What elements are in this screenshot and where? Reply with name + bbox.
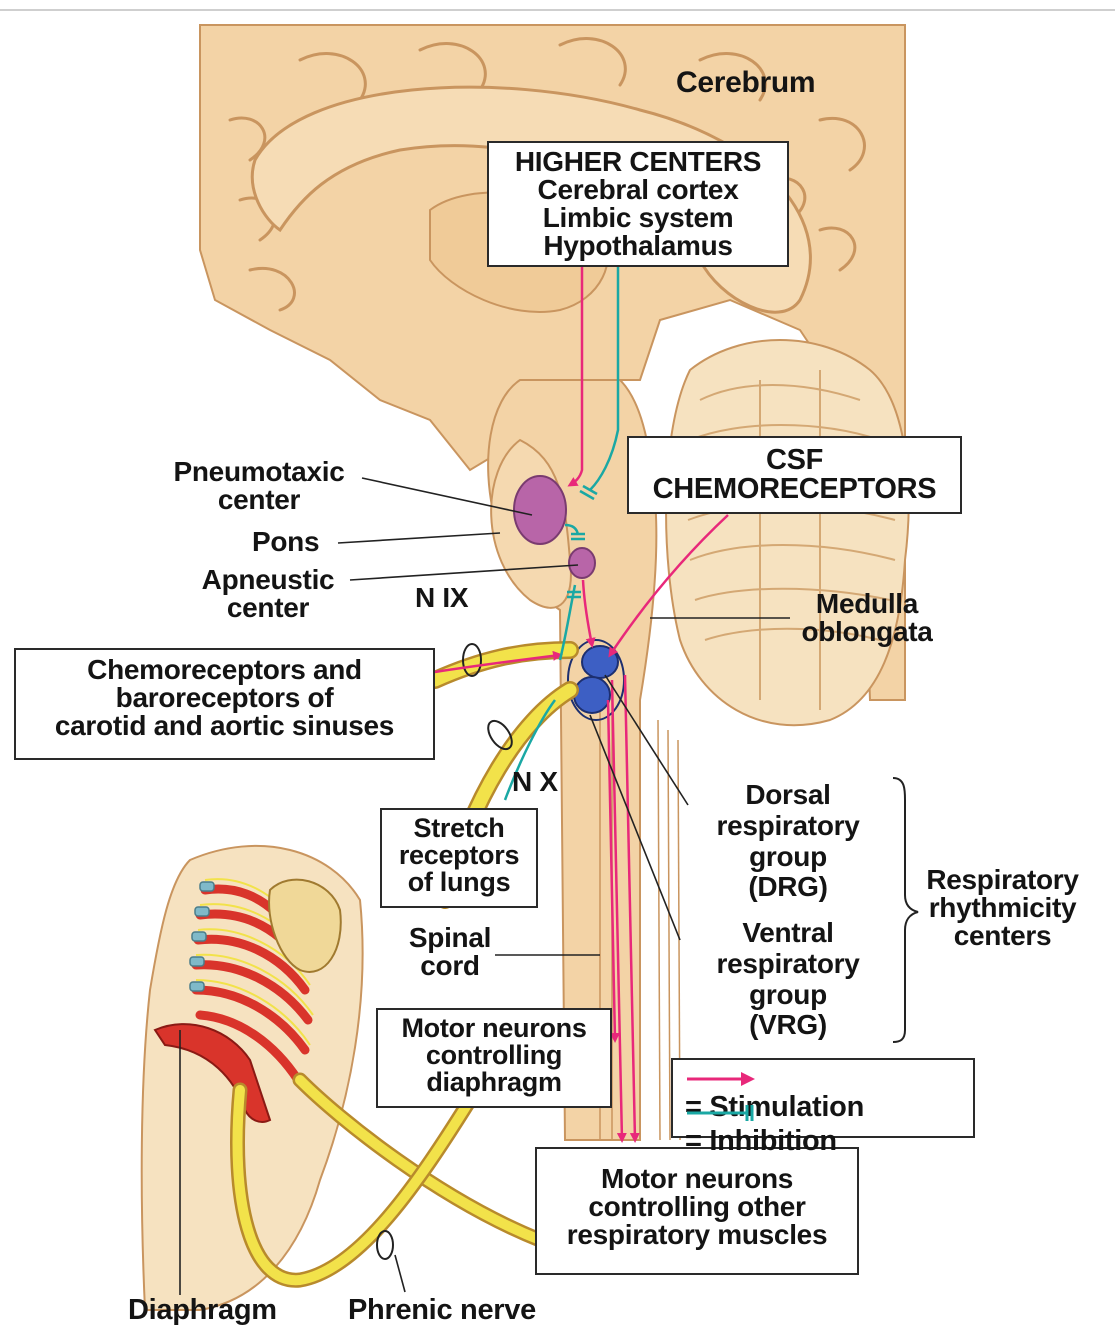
inhibition-bar-icon: [685, 1103, 757, 1123]
legend: = Stimulation = Inhibition: [671, 1058, 975, 1138]
label-cerebrum: Cerebrum: [676, 68, 815, 98]
label-line: Ventral: [700, 918, 876, 949]
box-line: Motor neurons: [537, 1165, 857, 1193]
legend-inhibition-label: = Inhibition: [685, 1127, 837, 1156]
box-line: Hypothalamus: [489, 232, 787, 260]
box-line: of lungs: [382, 869, 536, 896]
label-n-ix: N IX: [415, 584, 468, 612]
box-line: HIGHER CENTERS: [489, 148, 787, 176]
label-apneustic-center: Apneustic center: [188, 566, 348, 622]
label-spinal-cord: Spinal cord: [398, 924, 502, 980]
label-vrg: Ventral respiratory group (VRG): [700, 918, 876, 1041]
label-line: Spinal: [398, 924, 502, 952]
cerebellum: [666, 340, 909, 725]
box-peripheral-chemoreceptors: Chemoreceptors and baroreceptors of caro…: [14, 648, 435, 760]
label-line: centers: [910, 922, 1095, 950]
box-higher-centers: HIGHER CENTERS Cerebral cortex Limbic sy…: [487, 141, 789, 267]
label-line: group: [700, 842, 876, 873]
box-line: controlling other: [537, 1193, 857, 1221]
label-line: center: [156, 486, 362, 514]
label-line: respiratory: [700, 949, 876, 980]
label-rhythmicity-centers: Respiratory rhythmicity centers: [910, 866, 1095, 950]
label-line: (VRG): [700, 1010, 876, 1041]
label-line: center: [188, 594, 348, 622]
label-pons: Pons: [252, 528, 319, 556]
box-line: receptors: [382, 842, 536, 869]
box-line: Limbic system: [489, 204, 787, 232]
pneumotaxic-nucleus: [514, 476, 566, 544]
stimulation-arrow-icon: [685, 1069, 757, 1089]
apneustic-nucleus: [569, 548, 595, 578]
box-line: Chemoreceptors and: [16, 656, 433, 684]
vrg-nucleus: [574, 677, 610, 713]
label-line: Dorsal: [700, 780, 876, 811]
label-line: (DRG): [700, 872, 876, 903]
label-line: respiratory: [700, 811, 876, 842]
box-line: diaphragm: [378, 1069, 610, 1096]
label-line: cord: [398, 952, 502, 980]
box-motor-neurons-diaphragm: Motor neurons controlling diaphragm: [376, 1008, 612, 1108]
label-line: oblongata: [792, 618, 942, 646]
label-pneumotaxic-center: Pneumotaxic center: [156, 458, 362, 514]
box-motor-neurons-other: Motor neurons controlling other respirat…: [535, 1147, 859, 1275]
legend-inhibition: = Inhibition: [685, 1098, 837, 1156]
box-stretch-receptors: Stretch receptors of lungs: [380, 808, 538, 908]
box-line: carotid and aortic sinuses: [16, 712, 433, 740]
box-csf-chemoreceptors: CSF CHEMORECEPTORS: [627, 436, 962, 514]
label-line: rhythmicity: [910, 894, 1095, 922]
box-line: CHEMORECEPTORS: [629, 475, 960, 504]
label-drg: Dorsal respiratory group (DRG): [700, 780, 876, 903]
box-line: Stretch: [382, 815, 536, 842]
label-n-x: N X: [512, 768, 558, 796]
label-line: Apneustic: [188, 566, 348, 594]
label-phrenic-nerve: Phrenic nerve: [348, 1296, 536, 1325]
label-diaphragm: Diaphragm: [128, 1296, 277, 1325]
box-line: CSF: [629, 446, 960, 475]
box-line: Motor neurons: [378, 1015, 610, 1042]
box-line: respiratory muscles: [537, 1221, 857, 1249]
label-line: group: [700, 980, 876, 1011]
label-line: Medulla: [792, 590, 942, 618]
label-line: Pneumotaxic: [156, 458, 362, 486]
label-line: Respiratory: [910, 866, 1095, 894]
box-line: Cerebral cortex: [489, 176, 787, 204]
box-line: controlling: [378, 1042, 610, 1069]
label-medulla-oblongata: Medulla oblongata: [792, 590, 942, 646]
box-line: baroreceptors of: [16, 684, 433, 712]
